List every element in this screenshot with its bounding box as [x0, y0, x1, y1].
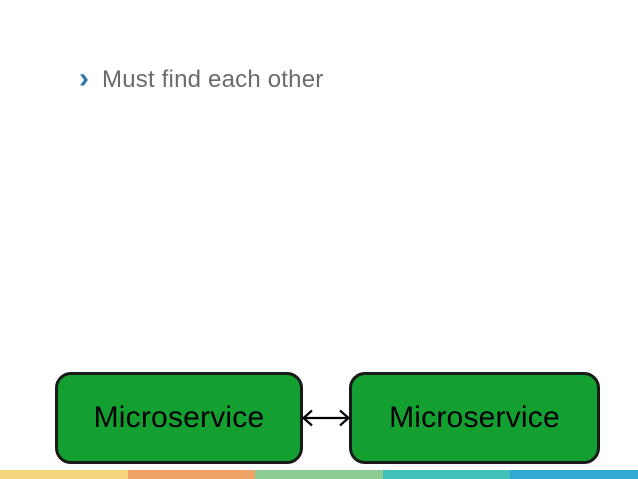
chevron-bullet-icon: › [79, 62, 89, 95]
stripe-segment-teal [382, 470, 511, 479]
microservice-box-right: Microservice [349, 372, 600, 464]
footer-accent-stripe [0, 470, 638, 479]
double-arrow-icon [301, 409, 351, 427]
stripe-segment-green [255, 470, 383, 479]
stripe-segment-yellow [0, 470, 128, 479]
stripe-segment-orange [127, 470, 256, 479]
microservice-box-left-label: Microservice [93, 401, 265, 434]
microservice-box-left: Microservice [55, 372, 303, 464]
bullet-text: Must find each other [102, 66, 324, 93]
bullet-item: › Must find each other [79, 63, 323, 97]
stripe-segment-blue [510, 470, 638, 479]
microservice-box-right-label: Microservice [389, 401, 560, 434]
double-arrow-connector [301, 406, 351, 430]
